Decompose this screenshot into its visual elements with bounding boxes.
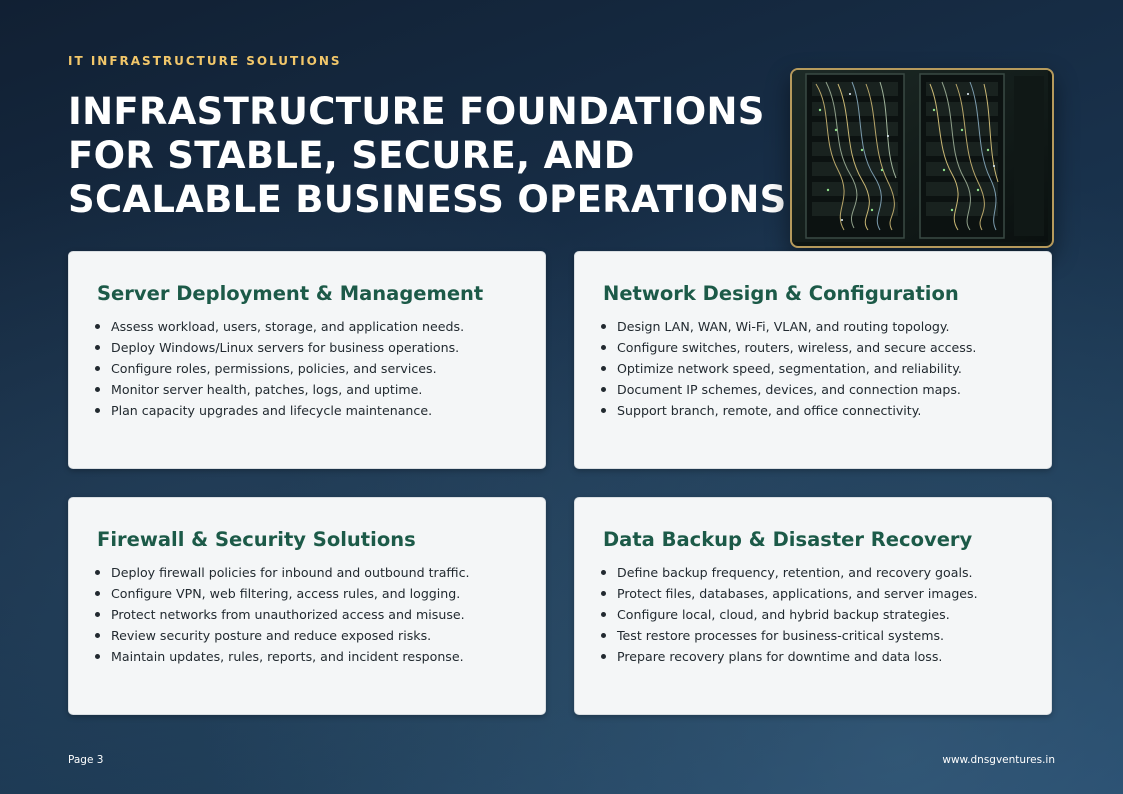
card-title: Firewall & Security Solutions xyxy=(97,528,416,551)
list-item: Configure local, cloud, and hybrid backu… xyxy=(601,604,978,625)
list-item: Configure switches, routers, wireless, a… xyxy=(600,337,976,358)
card-network-design: Network Design & Configuration Design LA… xyxy=(574,251,1052,469)
list-item: Design LAN, WAN, Wi-Fi, VLAN, and routin… xyxy=(600,316,976,337)
website-link[interactable]: www.dnsgventures.in xyxy=(942,754,1055,766)
card-list: Deploy firewall policies for inbound and… xyxy=(94,562,470,667)
card-server-deployment: Server Deployment & Management Assess wo… xyxy=(68,251,546,469)
page-number: Page 3 xyxy=(68,754,104,766)
card-title: Data Backup & Disaster Recovery xyxy=(603,528,973,551)
server-rack-illustration xyxy=(792,70,1048,242)
card-title: Server Deployment & Management xyxy=(97,282,484,305)
list-item: Test restore processes for business-crit… xyxy=(601,625,978,646)
title-line-2: FOR STABLE, SECURE, AND xyxy=(68,134,635,177)
card-title: Network Design & Configuration xyxy=(603,282,959,305)
list-item: Optimize network speed, segmentation, an… xyxy=(600,358,976,379)
list-item: Deploy firewall policies for inbound and… xyxy=(95,562,470,583)
list-item: Protect networks from unauthorized acces… xyxy=(95,604,470,625)
list-item: Protect files, databases, applications, … xyxy=(601,583,978,604)
list-item: Maintain updates, rules, reports, and in… xyxy=(95,646,470,667)
list-item: Monitor server health, patches, logs, an… xyxy=(94,379,464,400)
card-list: Assess workload, users, storage, and app… xyxy=(94,316,464,421)
card-data-backup: Data Backup & Disaster Recovery Define b… xyxy=(574,497,1052,715)
list-item: Prepare recovery plans for downtime and … xyxy=(601,646,978,667)
list-item: Deploy Windows/Linux servers for busines… xyxy=(94,337,464,358)
list-item: Configure roles, permissions, policies, … xyxy=(94,358,464,379)
page-title: INFRASTRUCTURE FOUNDATIONS FOR STABLE, S… xyxy=(68,90,787,222)
card-list: Design LAN, WAN, Wi-Fi, VLAN, and routin… xyxy=(600,316,976,421)
list-item: Assess workload, users, storage, and app… xyxy=(94,316,464,337)
list-item: Document IP schemes, devices, and connec… xyxy=(600,379,976,400)
list-item: Support branch, remote, and office conne… xyxy=(600,400,976,421)
title-line-1: INFRASTRUCTURE FOUNDATIONS xyxy=(68,90,765,133)
title-line-3: SCALABLE BUSINESS OPERATIONS xyxy=(68,178,787,221)
list-item: Define backup frequency, retention, and … xyxy=(601,562,978,583)
section-eyebrow: IT INFRASTRUCTURE SOLUTIONS xyxy=(68,54,342,68)
list-item: Configure VPN, web filtering, access rul… xyxy=(95,583,470,604)
card-firewall-security: Firewall & Security Solutions Deploy fir… xyxy=(68,497,546,715)
list-item: Plan capacity upgrades and lifecycle mai… xyxy=(94,400,464,421)
server-rack-photo xyxy=(790,68,1054,248)
card-list: Define backup frequency, retention, and … xyxy=(600,562,978,667)
list-item: Review security posture and reduce expos… xyxy=(95,625,470,646)
